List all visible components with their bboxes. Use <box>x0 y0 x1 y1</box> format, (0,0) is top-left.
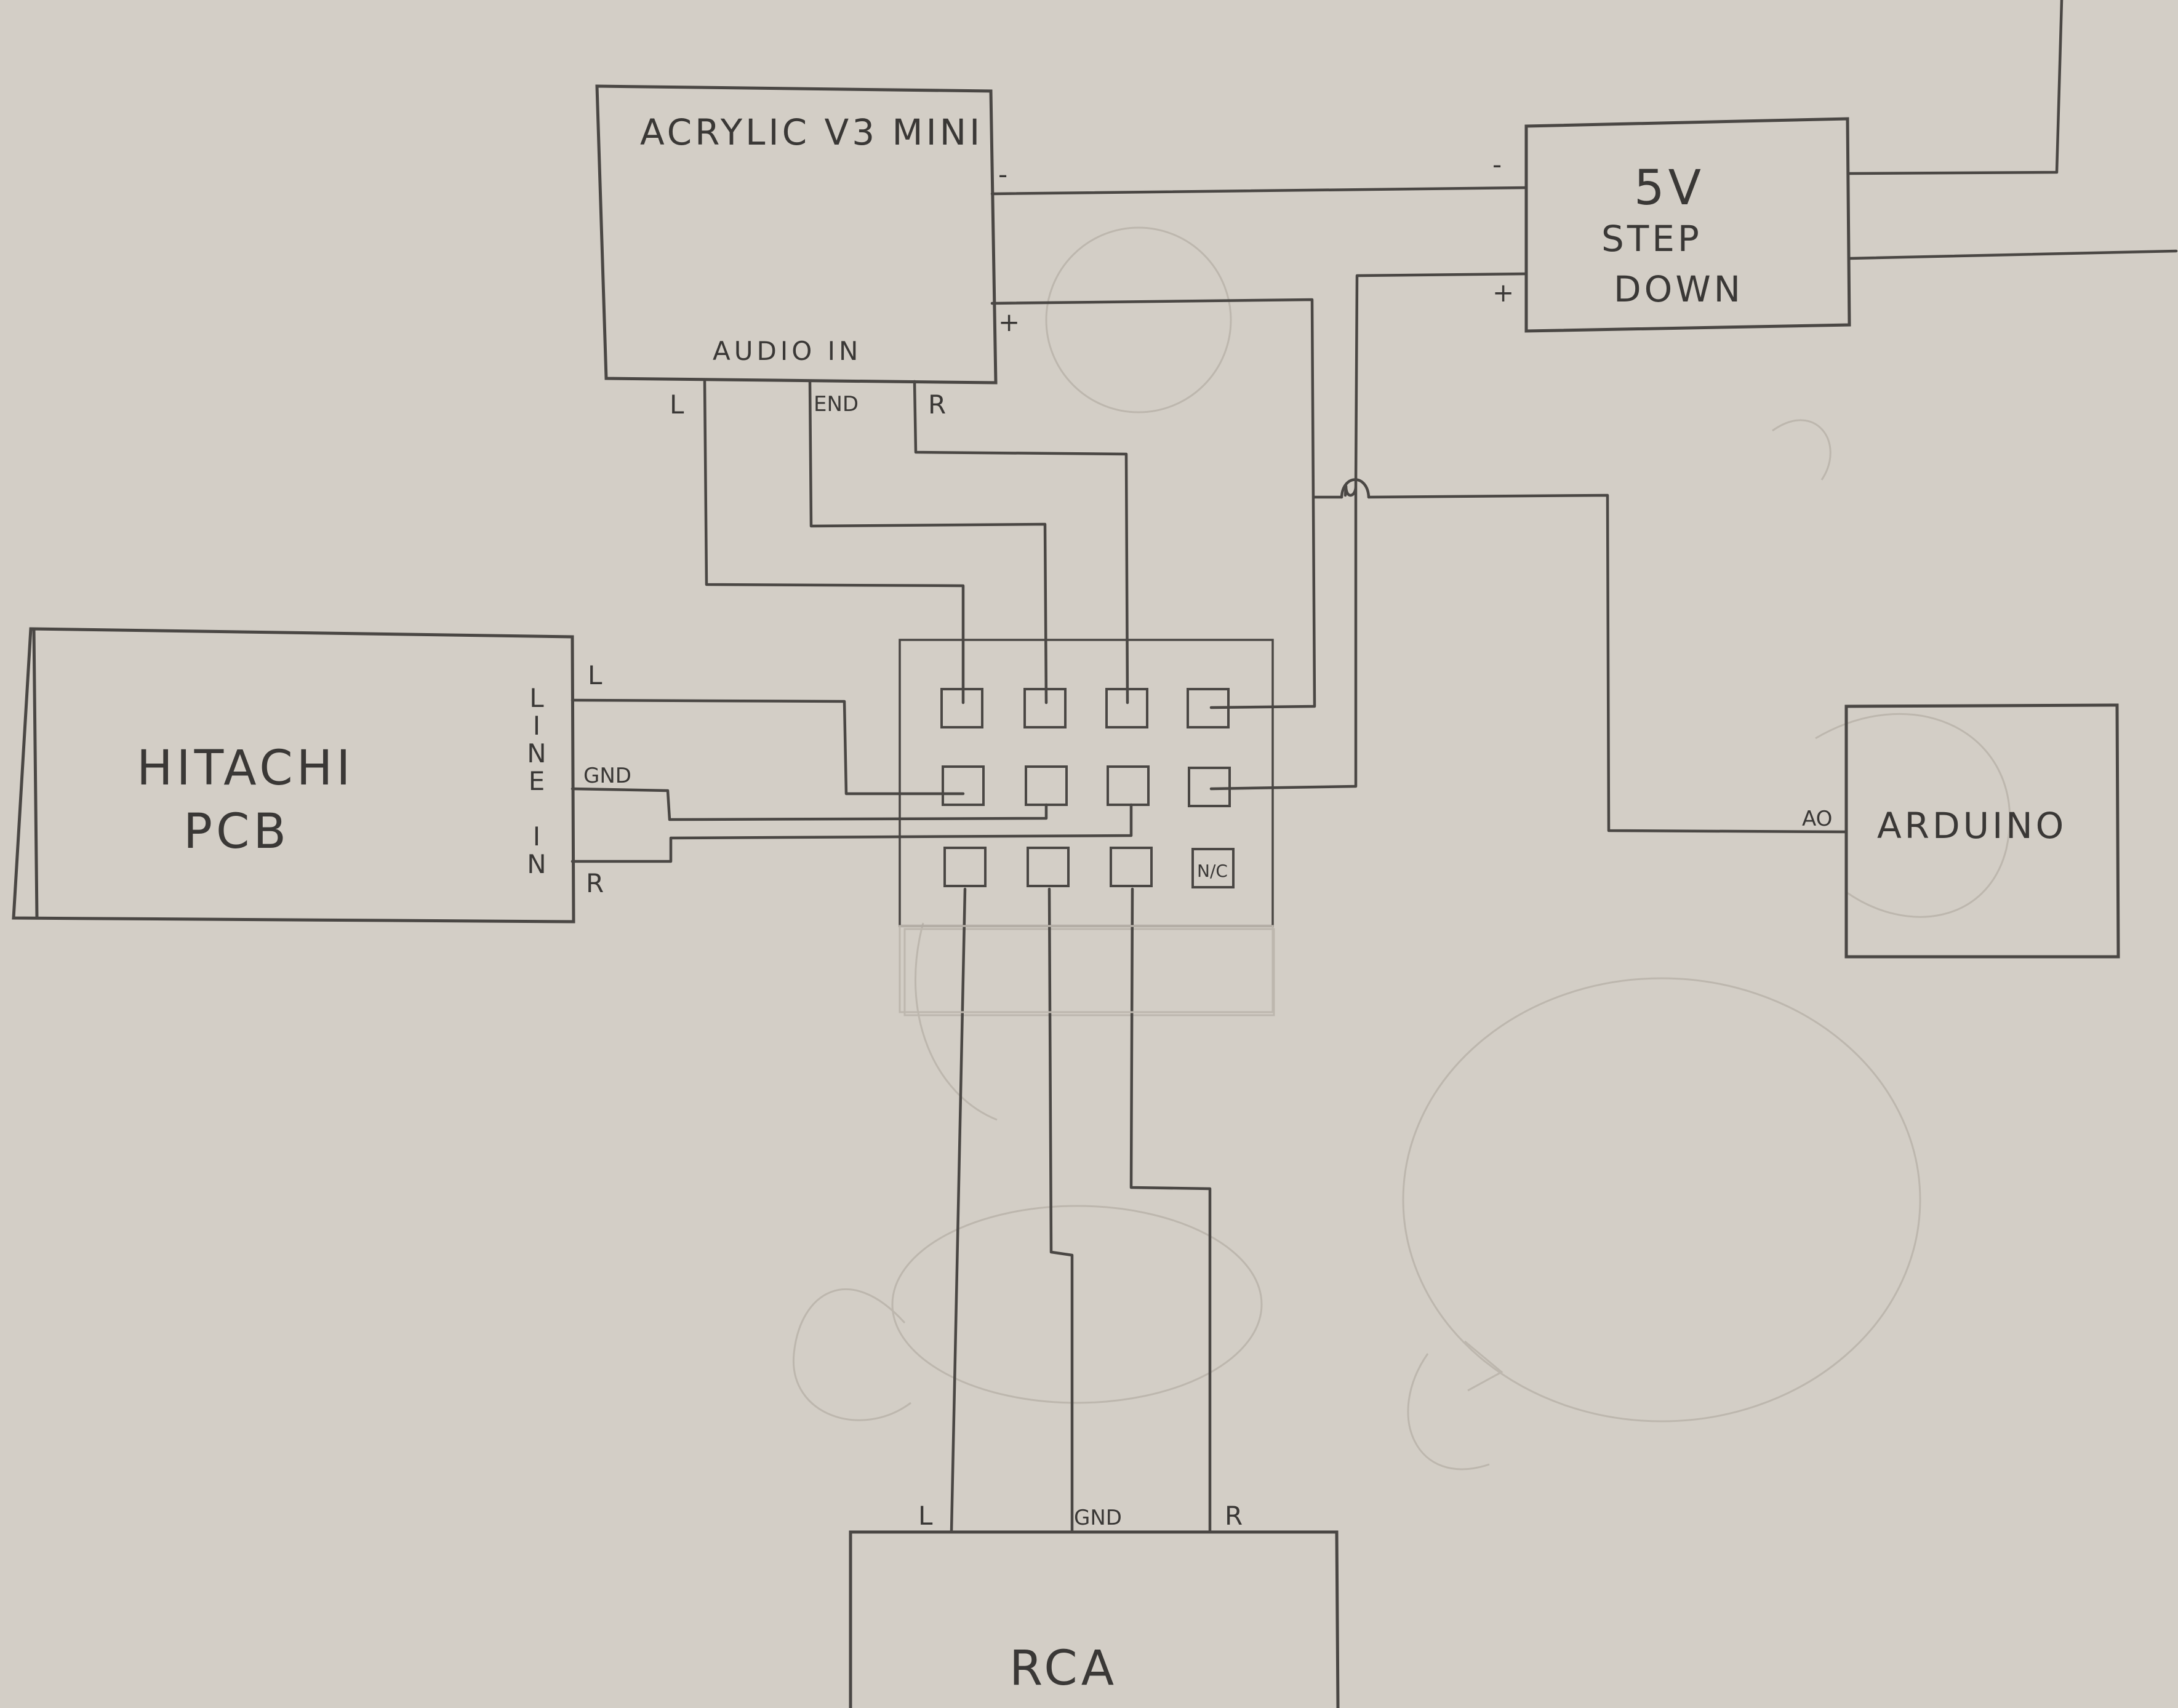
switch-pad-1-2 <box>1023 688 1067 728</box>
arduino-title: ARDUINO <box>1877 805 2067 847</box>
wire-acrylic-gnd <box>808 380 1048 704</box>
switch-nc-label: N/C <box>1197 861 1228 881</box>
switch-pad-3-1 <box>943 847 987 887</box>
hitachi-pin-r: R <box>586 868 604 898</box>
rca-title: RCA <box>1009 1641 1118 1696</box>
rca-pin-l: L <box>918 1501 933 1531</box>
wire-arduino-a0 <box>1313 493 1848 834</box>
switch-pad-2-3 <box>1107 765 1150 806</box>
hitachi-pcb: HITACHI PCB LINE IN L GND R <box>12 627 631 924</box>
wire-acrylic-minus <box>990 186 1528 196</box>
hitachi-line-in-label: LINE IN <box>522 683 552 877</box>
acrylic-pin-plus: + <box>998 307 1020 337</box>
stepdown-pin-top: - <box>1492 150 1502 180</box>
acrylic-audio-label: AUDIO IN <box>713 336 862 366</box>
stepdown-pin-plus: + <box>1492 277 1514 308</box>
switch-pad-1-4 <box>1187 688 1230 728</box>
arduino-pin-a0: AO <box>1802 807 1832 831</box>
hitachi-pin-l: L <box>588 660 603 690</box>
wire-acrylic-plus <box>990 298 1316 709</box>
rca-pin-r: R <box>1225 1501 1243 1531</box>
acrylic-v3-mini: ACRYLIC V3 MINI AUDIO IN L END R - + <box>595 84 1020 420</box>
rca-pin-gnd: GND <box>1074 1506 1122 1530</box>
stepdown-line2: STEP <box>1601 218 1702 260</box>
stepdown-line3: DOWN <box>1614 268 1744 310</box>
wire-rca-gnd <box>1047 887 1074 1534</box>
wires <box>571 0 2178 1534</box>
switch-pad-2-1 <box>942 765 985 806</box>
switch-pad-3-3 <box>1110 847 1153 887</box>
wire-hitachi-gnd <box>571 787 1048 821</box>
hitachi-pin-gnd: GND <box>583 764 631 788</box>
wire-stepdown-out-top <box>1848 0 2064 175</box>
wire-rca-l <box>950 887 967 1534</box>
switch-pad-2-2 <box>1025 765 1068 806</box>
stepdown-line1: 5V <box>1634 161 1705 216</box>
hitachi-line1: HITACHI <box>137 741 354 796</box>
switch-pad-2-4 <box>1188 767 1231 807</box>
arduino: ARDUINO AO <box>1802 703 2120 959</box>
wire-acrylic-r <box>913 380 1129 704</box>
switch-pad-1-1 <box>940 688 983 728</box>
switch-pad-3-4 <box>1191 848 1235 888</box>
wire-hitachi-r <box>571 803 1133 863</box>
switch-pad-3-2 <box>1027 847 1070 887</box>
wire-jumper-arc <box>1340 478 1371 499</box>
switch-block: N/C <box>899 639 1274 1013</box>
5v-step-down: 5V STEP DOWN - + <box>1492 117 1851 333</box>
wire-hitachi-l <box>571 698 965 796</box>
rca-connector: RCA L GND R <box>849 1501 1340 1708</box>
acrylic-title: ACRYLIC V3 MINI <box>640 111 983 153</box>
acrylic-pin-r: R <box>928 389 946 420</box>
wire-acrylic-l <box>703 380 965 704</box>
acrylic-pin-minus: - <box>998 159 1007 190</box>
wire-stepdown-out-bottom <box>1848 249 2178 260</box>
hitachi-line2: PCB <box>183 804 290 860</box>
background-sketch <box>792 226 2011 1471</box>
wire-rca-r <box>1129 887 1212 1534</box>
switch-pad-1-3 <box>1105 688 1148 728</box>
wire-stepdown-plus <box>1209 272 1528 791</box>
acrylic-pin-gnd: END <box>814 392 859 417</box>
acrylic-pin-l: L <box>670 389 684 420</box>
